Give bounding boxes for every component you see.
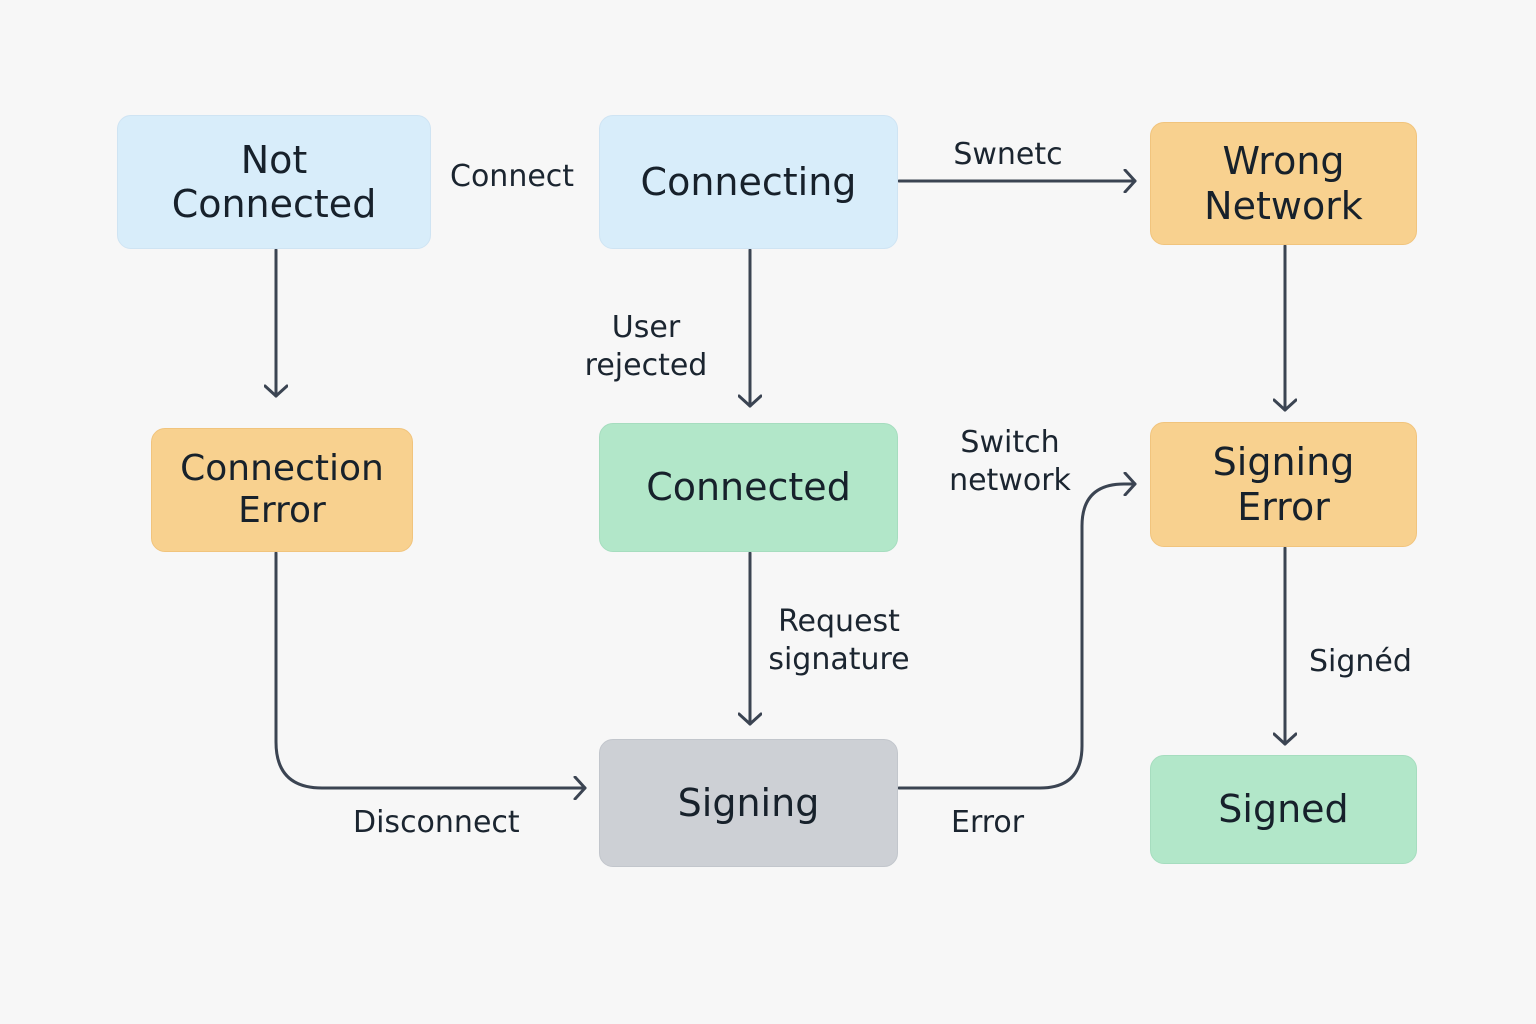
arrow-connection-error-to-signing <box>274 551 587 788</box>
state-signing: Signing <box>599 739 898 867</box>
edge-label-signed: Signéd <box>1309 644 1412 679</box>
edge-label-user-rejected: User rejected <box>584 310 708 383</box>
state-connected: Connected <box>599 423 898 552</box>
edge-label-request-signature: Request signature <box>768 604 910 677</box>
arrow-signing-to-signing-error <box>897 484 1137 790</box>
edge-label-connect: Connect <box>450 159 575 194</box>
state-wrong-network: Wrong Network <box>1150 122 1417 245</box>
edge-label-switch-network: Switch network <box>949 425 1071 498</box>
state-connection-error: Connection Error <box>151 428 413 552</box>
state-signing-error: Signing Error <box>1150 422 1417 547</box>
state-signed: Signed <box>1150 755 1417 864</box>
edge-label-error: Error <box>951 805 1025 840</box>
state-not-connected: Not Connected <box>117 115 431 249</box>
edge-label-swnetc: Swnetc <box>953 137 1063 172</box>
edge-label-disconnect: Disconnect <box>353 805 520 840</box>
state-connecting: Connecting <box>599 115 898 249</box>
